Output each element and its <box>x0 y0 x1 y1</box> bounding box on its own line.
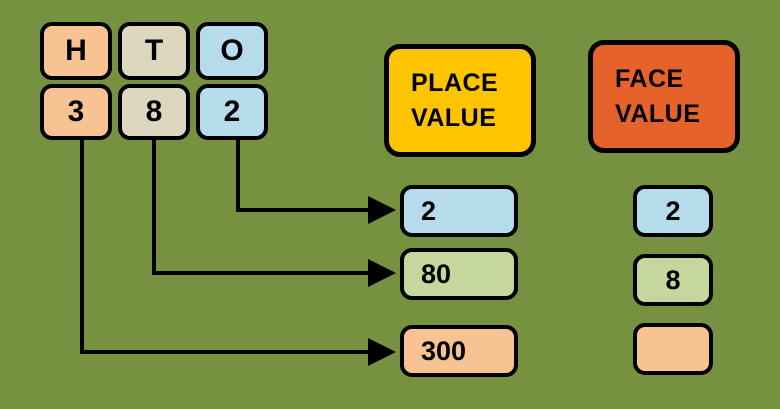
place-value-header-line1: PLACE <box>411 68 499 97</box>
column-header-hundreds: H <box>40 22 112 80</box>
connector-tens <box>152 140 396 287</box>
face-value-header-line2: VALUE <box>615 99 701 128</box>
place-value-box-hundreds: 300 <box>400 325 518 377</box>
face-value-box-ones: 2 <box>633 185 713 237</box>
face-value-box-hundreds-empty <box>633 323 713 375</box>
face-value-header: FACE VALUE <box>588 40 740 153</box>
digit-cell-ones: 2 <box>196 84 268 140</box>
digit-cell-tens: 8 <box>118 84 190 140</box>
place-value-header: PLACE VALUE <box>384 44 536 157</box>
connector-ones <box>236 140 396 224</box>
face-value-header-line1: FACE <box>615 64 684 93</box>
connector-hundreds <box>80 140 396 366</box>
column-header-tens: T <box>118 22 190 80</box>
column-header-ones: O <box>196 22 268 80</box>
face-value-box-tens: 8 <box>633 254 713 306</box>
place-value-box-tens: 80 <box>400 248 518 300</box>
place-value-box-ones: 2 <box>400 185 518 237</box>
place-value-header-line2: VALUE <box>411 103 497 132</box>
digit-cell-hundreds: 3 <box>40 84 112 140</box>
